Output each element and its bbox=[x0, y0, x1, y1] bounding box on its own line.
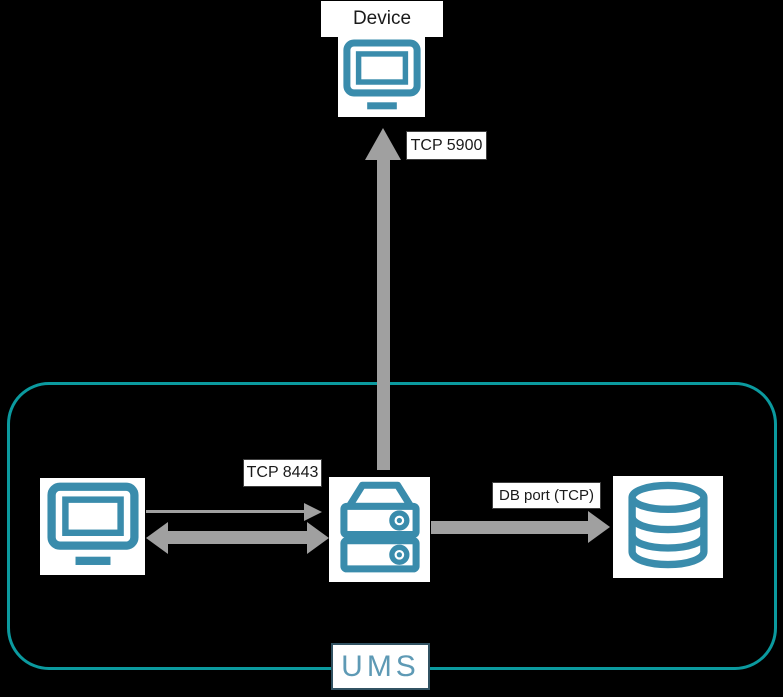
arrow-web-thick-shaft bbox=[167, 531, 308, 544]
port-label-web: TCP 8443 bbox=[243, 459, 322, 487]
ums-server-node bbox=[329, 477, 430, 582]
arrow-db-shaft bbox=[431, 521, 588, 534]
port-label-vnc: TCP 5900 bbox=[406, 131, 487, 160]
arrow-web-thick-head-right bbox=[307, 522, 329, 554]
arrow-web-thin-head-right bbox=[304, 503, 322, 521]
arrow-web-thick-head-left bbox=[146, 522, 168, 554]
server-icon bbox=[336, 478, 424, 582]
port-label-db: DB port (TCP) bbox=[492, 482, 601, 509]
monitor-icon bbox=[46, 482, 139, 572]
monitor-icon bbox=[342, 39, 421, 116]
database-node bbox=[613, 476, 723, 578]
device-node-title: Device bbox=[321, 1, 443, 37]
arrow-vnc-shaft bbox=[377, 158, 390, 470]
ums-container-label: UMS bbox=[331, 643, 430, 690]
device-node bbox=[338, 37, 425, 117]
database-icon bbox=[620, 479, 716, 576]
arrow-db-head-right bbox=[588, 511, 610, 543]
arrow-web-thin-shaft bbox=[146, 510, 306, 513]
console-node bbox=[40, 478, 145, 575]
arrow-vnc-head-up bbox=[365, 128, 401, 160]
